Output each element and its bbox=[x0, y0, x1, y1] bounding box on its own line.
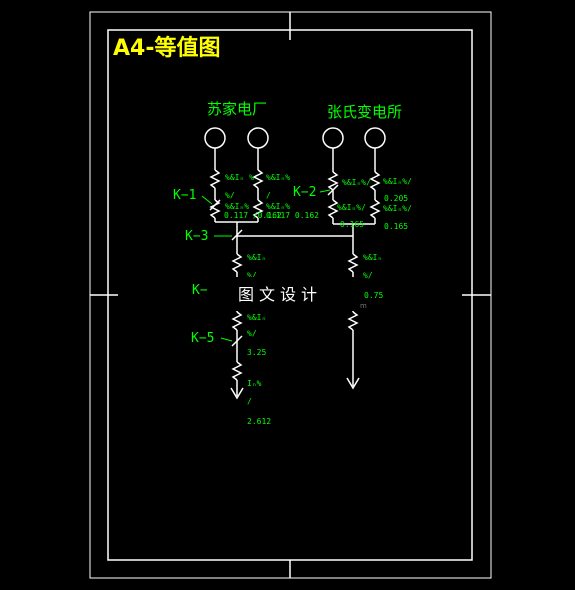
transformer-source-2 bbox=[364, 127, 386, 149]
param-line1-top: %&Iₙ bbox=[247, 253, 267, 262]
param-gen1-top: %&Iₙ % bbox=[225, 173, 254, 182]
param-tr1-val: 0.165 bbox=[340, 220, 365, 229]
param-tr2-low: %&Iₙ%/ bbox=[383, 204, 412, 213]
switch-label-k3: K−3 bbox=[185, 229, 209, 244]
switch-k3 bbox=[231, 229, 243, 241]
switch-k2 bbox=[327, 184, 339, 196]
param-gen1-low: %&Iₙ% bbox=[225, 202, 250, 211]
transformer-source-1 bbox=[322, 127, 344, 149]
param-tr2-val1: 0.205 bbox=[384, 194, 409, 203]
watermark-text: 图文设计 bbox=[238, 285, 323, 304]
station-label-right: 张氏变电所 bbox=[327, 103, 403, 121]
watermark-backdrop bbox=[218, 277, 358, 311]
param-tr1-top: %&Iₙ%/ bbox=[342, 178, 371, 187]
param-load-mid: / bbox=[247, 397, 252, 406]
param-gen2-mid: / bbox=[266, 191, 271, 200]
switch-label-k2: K−2 bbox=[293, 185, 317, 200]
param-line1-mid: %/ bbox=[247, 271, 257, 280]
generator-2 bbox=[247, 127, 269, 149]
param-k5-top: %&Iₙ bbox=[247, 313, 267, 322]
param-gen2-low: %&Iₙ% bbox=[266, 202, 291, 211]
param-tr2-val2: 0.165 bbox=[384, 222, 409, 231]
switch-k1 bbox=[209, 199, 221, 211]
param-line2-top: %&Iₙ bbox=[363, 253, 383, 262]
param-line2-mid: %/ bbox=[363, 271, 373, 280]
param-load-top: Iₙ% bbox=[247, 379, 262, 388]
switch-label-k1: K−1 bbox=[173, 188, 197, 203]
param-k5-mid: %/ bbox=[247, 329, 257, 338]
centering-marks bbox=[90, 12, 491, 578]
param-gen2-val: 0.117 0.162 bbox=[266, 211, 319, 220]
param-tr2-top: %&Iₙ%/ bbox=[383, 177, 412, 186]
param-gen2-top: %&Iₙ% bbox=[266, 173, 291, 182]
switch-label-k5: K−5 bbox=[191, 331, 215, 346]
generator-symbols bbox=[204, 127, 386, 149]
watermark-sub: m bbox=[360, 302, 367, 310]
drawing-title: A4-等值图 bbox=[113, 36, 221, 61]
param-k5-val: 3.25 bbox=[247, 348, 267, 357]
param-gen1-val: 0.117 /0.162 bbox=[224, 211, 282, 220]
param-gen1-mid: %/ bbox=[225, 191, 235, 200]
generator-1 bbox=[204, 127, 226, 149]
switch-label-k4: K− bbox=[192, 283, 208, 298]
switch-leaders bbox=[201, 189, 331, 342]
param-tr1-low: %&Iₙ%/ bbox=[337, 203, 366, 212]
switch-k5 bbox=[231, 335, 243, 347]
switch-symbols bbox=[209, 184, 339, 347]
param-load-val: 2.612 bbox=[247, 417, 272, 426]
station-label-left: 苏家电厂 bbox=[207, 100, 268, 118]
param-line2-val: 0.75 bbox=[364, 291, 384, 300]
